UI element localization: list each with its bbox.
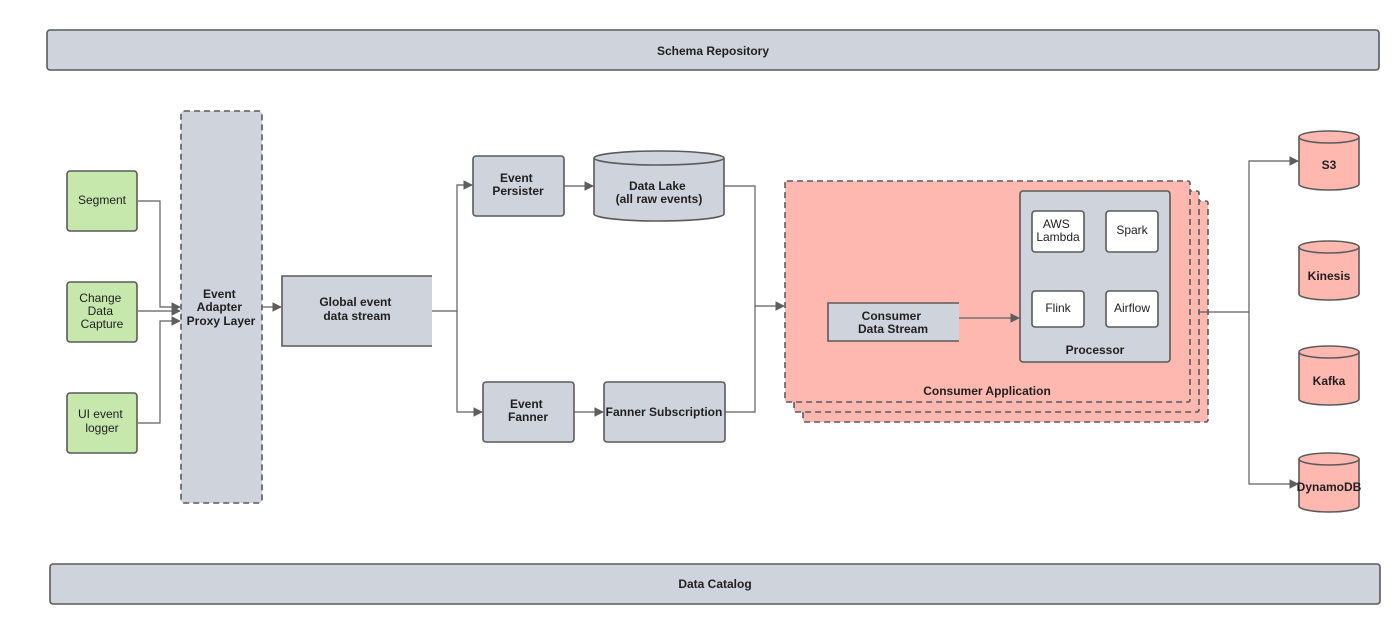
edge-subscription-to-consumer bbox=[725, 306, 756, 413]
s3-label: S3 bbox=[1322, 158, 1337, 172]
event-fanner-node: Event Fanner bbox=[482, 381, 575, 443]
schema-repository-node: Schema Repository bbox=[46, 29, 1380, 71]
edge-ui-logger-to-proxy bbox=[138, 316, 181, 424]
consumer-data-stream-node: Consumer Data Stream bbox=[827, 302, 959, 342]
data-lake-label: Data Lake (all raw events) bbox=[616, 179, 703, 206]
kafka-node: Kafka bbox=[1298, 345, 1360, 406]
event-adapter-proxy-layer-node: Event Adapter Proxy Layer bbox=[180, 110, 263, 504]
flink-label: Flink bbox=[1045, 301, 1071, 315]
s3-node: S3 bbox=[1298, 130, 1360, 191]
fanner-subscription-node: Fanner Subscription bbox=[603, 381, 726, 443]
global-event-data-stream-node: Global event data stream bbox=[281, 275, 432, 347]
ui-event-logger-label: UI event logger bbox=[78, 407, 126, 435]
airflow-node: Airflow bbox=[1105, 290, 1159, 328]
spark-label: Spark bbox=[1116, 223, 1148, 237]
aws-lambda-label: AWS Lambda bbox=[1036, 217, 1080, 244]
fanner-subscription-label: Fanner Subscription bbox=[606, 405, 723, 419]
event-adapter-proxy-layer-label: Event Adapter Proxy Layer bbox=[187, 287, 256, 328]
event-persister-node: Event Persister bbox=[472, 155, 565, 217]
data-lake-node: Data Lake (all raw events) bbox=[593, 150, 725, 222]
global-event-data-stream-label: Global event data stream bbox=[319, 295, 394, 323]
edge-global-stream-to-fanner bbox=[456, 311, 483, 417]
edge-segment-to-proxy bbox=[138, 200, 181, 312]
edge-consumer-to-dynamodb bbox=[1248, 312, 1299, 489]
segment-node: Segment bbox=[66, 170, 138, 232]
ui-event-logger-node: UI event logger bbox=[66, 392, 138, 454]
change-data-capture-label: Change Data Capture bbox=[79, 291, 124, 331]
edge-data-lake-to-consumer bbox=[724, 185, 785, 311]
airflow-label: Airflow bbox=[1114, 301, 1150, 315]
change-data-capture-node: Change Data Capture bbox=[66, 281, 138, 343]
kinesis-label: Kinesis bbox=[1308, 269, 1351, 283]
kinesis-node: Kinesis bbox=[1298, 240, 1360, 301]
data-catalog-label: Data Catalog bbox=[678, 577, 751, 591]
edge-consumer-to-s3 bbox=[1248, 156, 1299, 312]
segment-label: Segment bbox=[78, 193, 127, 207]
dynamodb-node: DynamoDB bbox=[1297, 452, 1362, 513]
schema-repository-label: Schema Repository bbox=[657, 44, 769, 58]
event-persister-label: Event Persister bbox=[492, 171, 544, 198]
processor-label: Processor bbox=[1066, 343, 1125, 357]
edge-global-stream-to-persister bbox=[432, 180, 473, 312]
aws-lambda-node: AWS Lambda bbox=[1031, 210, 1085, 253]
dynamodb-label: DynamoDB bbox=[1297, 480, 1362, 494]
spark-node: Spark bbox=[1105, 210, 1159, 253]
kafka-label: Kafka bbox=[1313, 374, 1346, 388]
flink-node: Flink bbox=[1031, 290, 1085, 328]
consumer-data-stream-label: Consumer Data Stream bbox=[858, 309, 928, 336]
event-fanner-label: Event Fanner bbox=[508, 397, 548, 424]
consumer-application-label: Consumer Application bbox=[923, 384, 1051, 398]
data-catalog-node: Data Catalog bbox=[49, 563, 1381, 605]
